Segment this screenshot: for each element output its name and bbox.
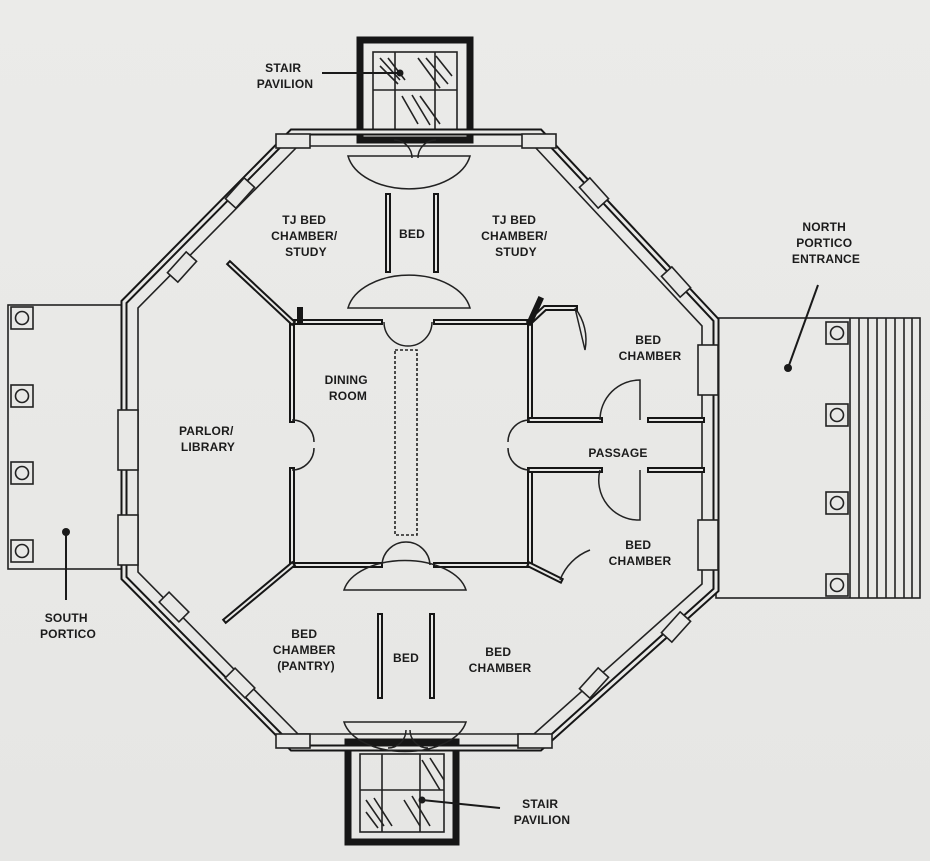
portico-steps: [849, 318, 913, 598]
label-bed-chamber-s: BED CHAMBER: [469, 645, 532, 675]
label-bed-chamber-pantry: BED CHAMBER (PANTRY): [273, 627, 339, 673]
label-bed-top: BED: [399, 227, 425, 241]
leaders: [62, 69, 819, 809]
north-portico: [715, 317, 921, 599]
door-swings: [291, 139, 641, 753]
label-dining-room: DINING ROOM: [325, 373, 372, 403]
label-parlor-library: PARLOR/ LIBRARY: [179, 424, 237, 454]
label-bed-chamber-se: BED CHAMBER: [609, 538, 672, 568]
label-south-portico: SOUTH PORTICO: [40, 611, 96, 641]
room-labels: STAIR PAVILION NORTH PORTICO ENTRANCE SO…: [40, 61, 860, 827]
dining-table: [394, 349, 418, 536]
label-bed-chamber-ne: BED CHAMBER: [619, 333, 682, 363]
window-bays: [117, 133, 719, 749]
stair-pavilion-bottom-structure: [344, 738, 460, 846]
label-stair-pavilion-bottom: STAIR PAVILION: [514, 797, 571, 827]
interior-walls: [221, 193, 705, 699]
stair-pavilion-top-structure: [356, 36, 474, 144]
south-portico-columns: [10, 306, 34, 563]
label-stair-pavilion-top: STAIR PAVILION: [257, 61, 314, 91]
label-passage: PASSAGE: [588, 446, 647, 460]
label-north-portico-entrance: NORTH PORTICO ENTRANCE: [792, 220, 860, 266]
label-tj-bed-chamber-left: TJ BED CHAMBER/ STUDY: [271, 213, 341, 259]
label-tj-bed-chamber-right: TJ BED CHAMBER/ STUDY: [481, 213, 551, 259]
label-bed-bottom: BED: [393, 651, 419, 665]
north-portico-columns: [825, 321, 849, 597]
